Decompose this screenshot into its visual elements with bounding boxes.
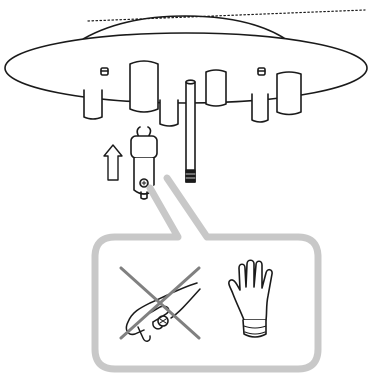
gloved-hand-icon <box>228 259 273 338</box>
cross-line <box>119 266 201 340</box>
shade-cylinder-icon <box>83 89 103 120</box>
shade-cylinder-icon <box>159 99 179 127</box>
bare-hand-crossed-out-icon <box>119 266 201 342</box>
socket-icon <box>257 67 266 76</box>
center-rod-icon <box>185 79 196 183</box>
mounting-dome-icon <box>77 15 291 43</box>
socket-icon <box>100 67 109 76</box>
shade-cylinder-icon <box>205 69 227 107</box>
shade-cylinder-icon <box>276 71 302 116</box>
up-arrow-icon <box>103 144 123 181</box>
g9-bulb-icon <box>130 126 158 200</box>
shade-cylinder-icon <box>129 60 159 113</box>
shade-cylinder-icon <box>251 93 269 123</box>
